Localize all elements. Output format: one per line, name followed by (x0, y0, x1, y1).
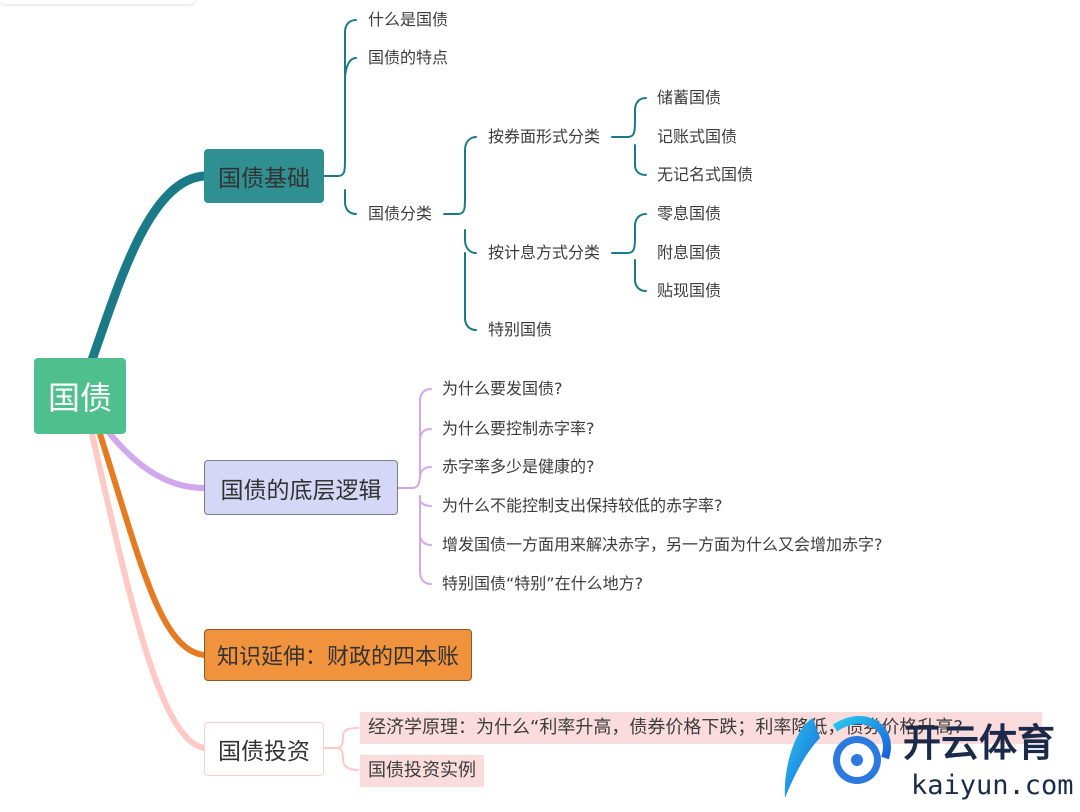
watermark-logo-icon: 开云体育 kaiyun.com (784, 715, 1074, 801)
branch-line-invest (89, 431, 207, 751)
logic-q2[interactable]: 为什么要控制赤字率? (442, 419, 595, 438)
leaf-discount[interactable]: 贴现国债 (657, 281, 722, 300)
invest-examples[interactable]: 国债投资实例 (360, 755, 484, 787)
topic-features[interactable]: 国债的特点 (368, 48, 449, 67)
svg-text:kaiyun.com: kaiyun.com (911, 770, 1074, 801)
topic-by-interest[interactable]: 按计息方式分类 (488, 243, 601, 262)
branch-line-basics (87, 171, 209, 365)
topic-by-form[interactable]: 按券面形式分类 (488, 127, 601, 146)
branch-node-logic[interactable]: 国债的底层逻辑 (204, 460, 398, 515)
topic-special-bond[interactable]: 特别国债 (488, 320, 553, 339)
leaf-coupon[interactable]: 附息国债 (657, 243, 722, 262)
branch-label: 知识延伸：财政的四本账 (216, 645, 459, 670)
leaf-book-entry[interactable]: 记账式国债 (657, 127, 738, 146)
logic-q6[interactable]: 特别国债“特别”在什么地方? (442, 574, 644, 593)
root-label: 国债 (47, 379, 112, 417)
top-card-edge (0, 0, 195, 4)
branch-label: 国债的底层逻辑 (220, 477, 382, 504)
leaf-savings[interactable]: 储蓄国债 (657, 88, 722, 107)
topic-classification[interactable]: 国债分类 (368, 204, 433, 223)
svg-text:开云体育: 开云体育 (903, 721, 1055, 765)
topic-what-is-treasury[interactable]: 什么是国债 (368, 10, 449, 29)
logic-q3[interactable]: 赤字率多少是健康的? (442, 457, 595, 476)
branch-label: 国债投资 (218, 739, 310, 765)
branch-node-invest[interactable]: 国债投资 (204, 722, 324, 776)
leaf-zero-coupon[interactable]: 零息国债 (657, 204, 722, 223)
branch-node-basics[interactable]: 国债基础 (204, 149, 324, 203)
logic-q4[interactable]: 为什么不能控制支出保持较低的赤字率? (442, 496, 723, 515)
branch-node-extension[interactable]: 知识延伸：财政的四本账 (204, 629, 472, 681)
logic-q5[interactable]: 增发国债一方面用来解决赤字，另一方面为什么又会增加赤字? (442, 535, 883, 554)
root-node[interactable]: 国债 (34, 358, 126, 434)
branch-line-extension (97, 431, 207, 658)
branch-label: 国债基础 (218, 166, 310, 192)
leaf-bearer[interactable]: 无记名式国债 (657, 165, 754, 184)
logic-q1[interactable]: 为什么要发国债? (442, 379, 563, 398)
watermark: 开云体育 kaiyun.com (775, 708, 1075, 808)
branch-line-logic (107, 431, 207, 491)
